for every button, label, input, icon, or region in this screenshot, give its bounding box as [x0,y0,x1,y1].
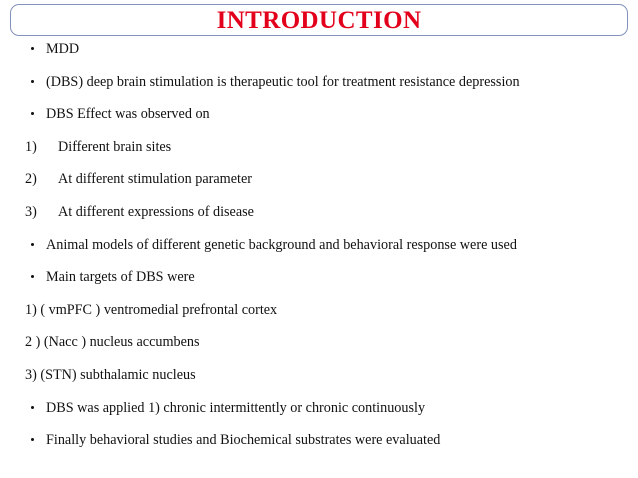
bullet-icon [31,79,34,83]
list-number-label: 1) [25,138,37,155]
content-line: 2) At different stimulation parameter [0,168,638,201]
content-line-text: DBS was applied 1) chronic intermittentl… [46,399,426,416]
content-line-text: Main targets of DBS were [46,269,195,286]
page-title: INTRODUCTION [216,6,422,34]
content-line: Main targets of DBS were [0,266,638,299]
content-line-text: DBS Effect was observed on [46,106,210,123]
bullet-icon [31,438,34,442]
content-line: Finally behavioral studies and Biochemic… [0,429,638,462]
content-line-text: At different stimulation parameter [58,171,252,188]
content-line-text: 1) ( vmPFC ) ventromedial prefrontal cor… [25,301,278,318]
content-line-text: (DBS) deep brain stimulation is therapeu… [46,73,520,90]
content-line-text: 2 ) (Nacc ) nucleus accumbens [25,334,200,351]
content-line: DBS Effect was observed on [0,103,638,136]
content-line-text: 3) (STN) subthalamic nucleus [25,366,196,383]
bullet-icon [31,405,34,409]
content-line-text: Finally behavioral studies and Biochemic… [46,432,441,449]
slide-title-box: INTRODUCTION [10,4,628,36]
bullet-icon [31,47,34,50]
content-line: DBS was applied 1) chronic intermittentl… [0,397,638,430]
content-line-text: Different brain sites [58,138,172,155]
bullet-icon [31,275,34,279]
list-number-label: 2) [25,171,37,188]
content-line: 3) At different expressions of disease [0,201,638,234]
content-line: 1) Different brain sites [0,136,638,169]
content-line: 3) (STN) subthalamic nucleus [0,364,638,397]
content-line: Animal models of different genetic backg… [0,234,638,267]
content-line: 2 ) (Nacc ) nucleus accumbens [0,331,638,364]
content-line: (DBS) deep brain stimulation is therapeu… [0,71,638,104]
bullet-icon [31,112,34,116]
content-line-text: MDD [46,41,80,57]
content-line-text: Animal models of different genetic backg… [46,236,517,253]
content-line: MDD [0,38,638,71]
list-number-label: 3) [25,203,37,220]
bullet-icon [31,242,34,246]
content-line-text: At different expressions of disease [58,203,254,220]
content-line: 1) ( vmPFC ) ventromedial prefrontal cor… [0,299,638,332]
slide-body-content: MDD (DBS) deep brain stimulation is thera… [0,38,638,462]
